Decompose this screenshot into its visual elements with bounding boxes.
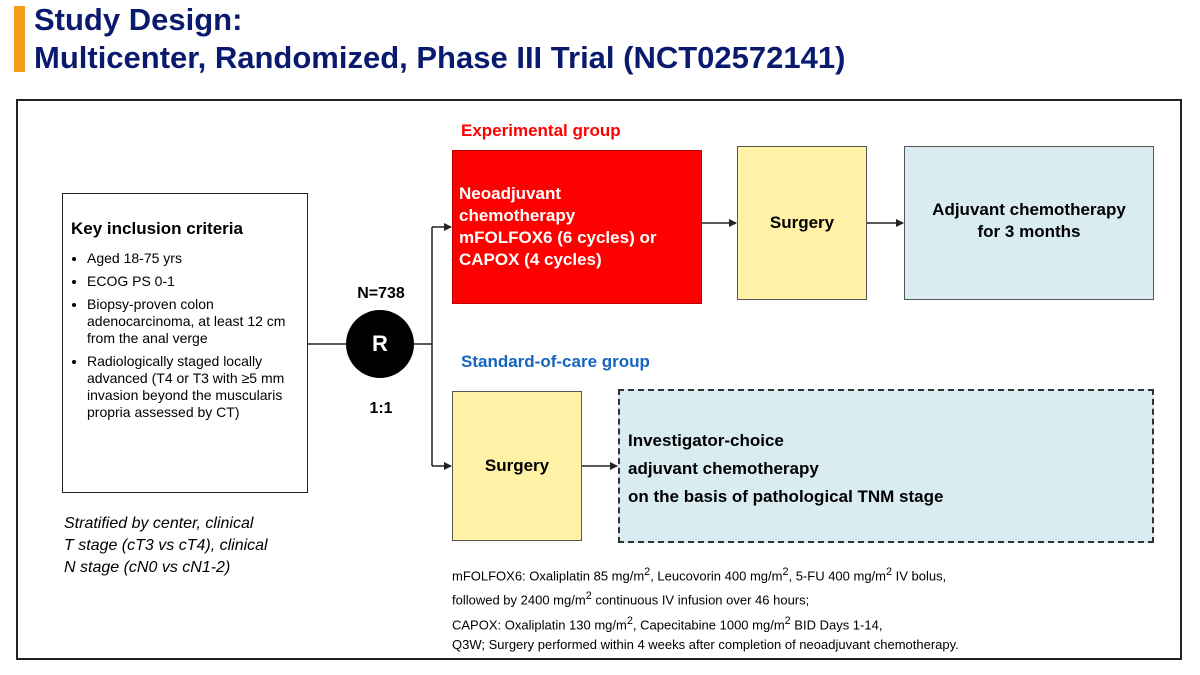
regimen-footnote: mFOLFOX6: Oxaliplatin 85 mg/m2, Leucovor…: [452, 562, 1152, 655]
footnote-sup: 2: [626, 614, 633, 627]
randomization-node: R: [346, 310, 414, 378]
investigator-line-1: Investigator-choice: [628, 431, 784, 450]
criteria-item-age: Aged 18-75 yrs: [87, 250, 299, 267]
footnote-text: IV bolus,: [892, 568, 947, 584]
investigator-choice-box: Investigator-choice adjuvant chemotherap…: [618, 389, 1154, 543]
footnote-text: followed by 2400 mg/m: [452, 592, 586, 608]
footnote-text: , Leucovorin 400 mg/m: [650, 568, 783, 584]
inclusion-criteria-box: Key inclusion criteria Aged 18-75 yrs EC…: [62, 193, 308, 493]
standard-surgery-box: Surgery: [452, 391, 582, 541]
sample-size-label: N=738: [357, 285, 405, 302]
standard-surgery-label: Surgery: [484, 456, 550, 475]
criteria-item-staging: Radiologically staged locally advanced (…: [87, 353, 299, 421]
slide-subtitle: Multicenter, Randomized, Phase III Trial…: [34, 40, 846, 75]
footnote-sup: 2: [644, 566, 651, 578]
footnote-text: CAPOX: Oxaliplatin 130 mg/m: [452, 616, 627, 632]
footnote-sup: 2: [782, 566, 789, 578]
standard-group-label: Standard-of-care group: [461, 352, 650, 371]
neo-line-4: CAPOX (4 cycles): [459, 250, 602, 269]
footnote-sup: 2: [585, 590, 592, 603]
experimental-group-label: Experimental group: [461, 121, 621, 140]
investigator-line-2: adjuvant chemotherapy: [628, 459, 819, 478]
stratification-note: Stratified by center, clinical T stage (…: [64, 515, 268, 576]
diagram-frame: [16, 99, 1182, 660]
slide-title: Study Design:: [34, 2, 243, 37]
footnote-line-2: followed by 2400 mg/m2 continuous IV inf…: [452, 586, 1152, 610]
footnote-text: , Capecitabine 1000 mg/m: [632, 616, 785, 632]
footnote-line-3: CAPOX: Oxaliplatin 130 mg/m2, Capecitabi…: [452, 611, 1152, 635]
neo-line-1: Neoadjuvant: [459, 184, 562, 203]
footnote-line-1: mFOLFOX6: Oxaliplatin 85 mg/m2, Leucovor…: [452, 562, 1152, 586]
randomization-symbol: R: [372, 331, 388, 356]
inclusion-criteria-heading: Key inclusion criteria: [71, 219, 243, 238]
footnote-text: continuous IV infusion over 46 hours;: [591, 592, 810, 608]
adjuvant-line-2: for 3 months: [977, 222, 1081, 241]
adjuvant-line-1: Adjuvant chemotherapy: [932, 200, 1126, 219]
footnote-sup: 2: [886, 566, 893, 578]
investigator-line-3: on the basis of pathological TNM stage: [628, 487, 944, 506]
neo-line-2: chemotherapy: [459, 206, 576, 225]
adjuvant-chemo-box: Adjuvant chemotherapy for 3 months: [904, 146, 1154, 300]
footnote-text: mFOLFOX6: Oxaliplatin 85 mg/m: [452, 568, 645, 584]
criteria-item-biopsy: Biopsy-proven colon adenocarcinoma, at l…: [87, 296, 299, 347]
footnote-sup: 2: [784, 614, 791, 627]
footnote-line-4: Q3W; Surgery performed within 4 weeks af…: [452, 636, 959, 652]
footnote-text: , 5-FU 400 mg/m: [788, 568, 886, 584]
criteria-item-ecog: ECOG PS 0-1: [87, 273, 299, 290]
footnote-text: BID Days 1-14,: [790, 616, 883, 632]
neo-line-3: mFOLFOX6 (6 cycles) or: [459, 228, 657, 247]
experimental-surgery-label: Surgery: [769, 213, 835, 232]
experimental-surgery-box: Surgery: [737, 146, 867, 300]
allocation-ratio-label: 1:1: [369, 400, 393, 417]
inclusion-criteria-list: Aged 18-75 yrs ECOG PS 0-1 Biopsy-proven…: [71, 250, 299, 421]
neoadjuvant-chemo-box: Neoadjuvant chemotherapy mFOLFOX6 (6 cyc…: [452, 150, 702, 304]
title-accent-bar: [14, 6, 25, 72]
